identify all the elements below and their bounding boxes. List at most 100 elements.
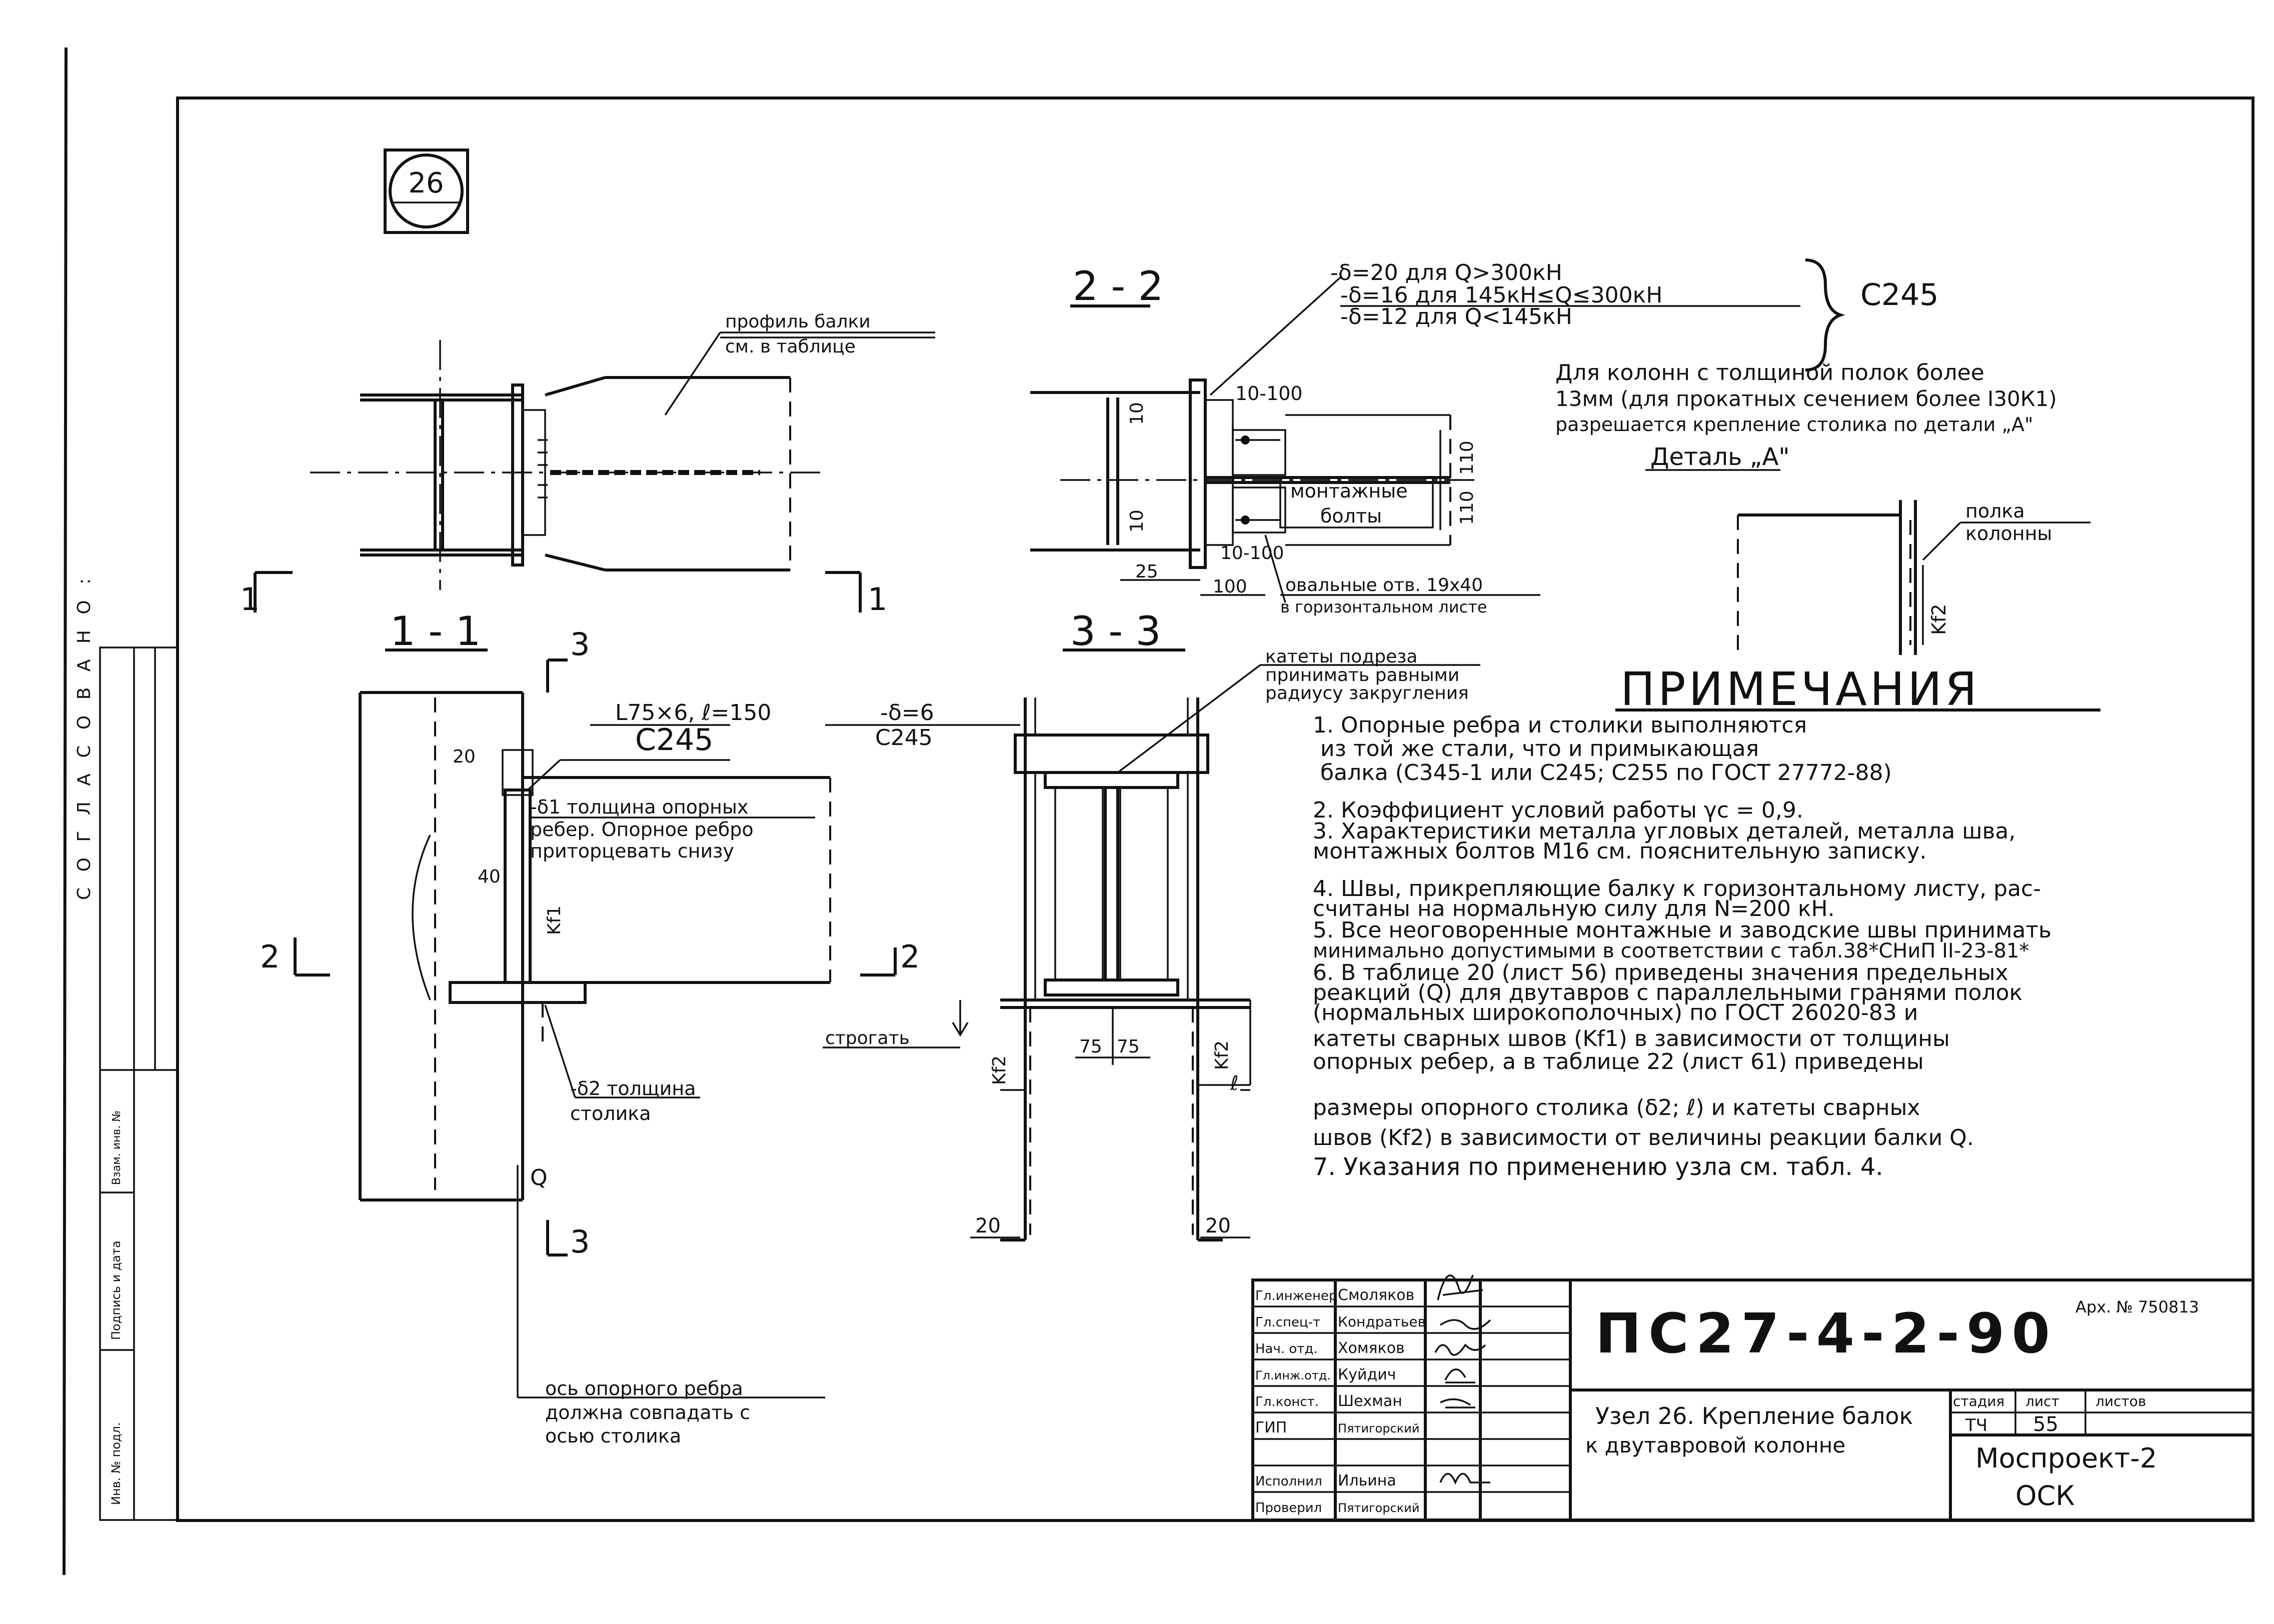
dim-40-s11: 40: [478, 866, 501, 887]
signature-mark: [1440, 1398, 1475, 1408]
organization-name: Моспроект-2: [1975, 1442, 2157, 1474]
stamp-role: Исполнил: [1255, 1474, 1322, 1489]
dim-110b: 110: [1457, 490, 1477, 525]
cut-1-left: 1: [240, 581, 260, 618]
dim-25: 25: [1135, 562, 1158, 582]
axis-note-1: ось опорного ребра: [545, 1378, 743, 1400]
stamp-name: Куйдич: [1338, 1366, 1396, 1384]
signature-mark: [1439, 1472, 1490, 1485]
dim-20b: 20: [1205, 1214, 1231, 1238]
stamp-role: Проверил: [1255, 1500, 1322, 1516]
stamp-role: Нач. отд.: [1255, 1342, 1318, 1356]
kf2-left: Kf2: [989, 1056, 1010, 1085]
stamp-role: Гл.инженер: [1255, 1288, 1337, 1304]
notes-line: размеры опорного столика (δ2; ℓ) и катет…: [1313, 1095, 1920, 1120]
stamp-name: Ильина: [1338, 1472, 1396, 1490]
delta-16: -δ=16 для 145кН≤Q≤300кН: [1340, 282, 1662, 308]
notes-line: 4. Швы, прикрепляющие балку к горизонтал…: [1313, 876, 2041, 902]
cut-3-bottom: 3: [570, 1224, 590, 1260]
notes-line: 2. Коэффициент условий работы γc = 0,9.: [1313, 798, 1803, 823]
plan-view: профиль балки см. в таблице 1 1: [240, 312, 935, 618]
drawing-title-1: Узел 26. Крепление балок: [1595, 1402, 1913, 1430]
replace-inv-label: Взам. инв. №: [111, 1110, 123, 1185]
detail-a-title: Деталь „А": [1650, 443, 1789, 471]
rib-note-1: -δ1 толщина опорных: [530, 796, 748, 818]
detail-a-note-1: Для колонн с толщиной полок более: [1555, 360, 1984, 386]
title-block: Гл.инженер Смоляков Гл.спец-т Кондратьев…: [1251, 1274, 2254, 1522]
table-thickness-2: столика: [570, 1102, 651, 1124]
cut-2-left: 2: [260, 938, 280, 975]
dim-20-s11: 20: [453, 746, 476, 767]
notes-line: 5. Все неоговоренные монтажные и заводск…: [1313, 918, 2051, 943]
oval-holes-label-2: в горизонтальном листе: [1280, 598, 1487, 616]
notes-block: ПРИМЕЧАНИЯ 1. Опорные ребра и столики вы…: [1313, 662, 2100, 1181]
notes-line: минимально допустимыми в соответствии с …: [1313, 940, 2029, 962]
signature-mark: [1440, 1319, 1491, 1330]
organization-dept: ОСК: [2015, 1480, 2075, 1512]
signature-mark: [1437, 1274, 1483, 1300]
stamp-name: Кондратьев: [1338, 1314, 1426, 1330]
table-thickness: -δ2 толщина: [570, 1078, 696, 1100]
stamp-role: Гл.спец-т: [1255, 1315, 1320, 1330]
notes-line: 6. В таблице 20 (лист 56) приведены знач…: [1313, 960, 2008, 986]
binding-margin-line: [63, 47, 68, 1576]
detail-a-note-3: разрешается крепление столика по детали …: [1555, 414, 2033, 436]
stamp-role: Гл.инж.отд.: [1255, 1368, 1331, 1382]
dim-110a: 110: [1457, 440, 1477, 475]
stage-header: стадия: [1953, 1393, 2004, 1410]
rib-note-3: приторцевать снизу: [530, 840, 734, 862]
notes-line: 3. Характеристики металла угловых детале…: [1313, 818, 2015, 844]
sheet-header: лист: [2025, 1393, 2059, 1410]
stamp-name: Шехман: [1338, 1392, 1402, 1410]
dim-75b: 75: [1117, 1036, 1140, 1057]
notes-line: швов (Kf2) в зависимости от величины реа…: [1313, 1125, 1974, 1150]
stamp-role: ГИП: [1255, 1419, 1287, 1436]
notes-line: считаны на нормальную силу для N=200 кН.: [1313, 896, 1835, 922]
dim-75a: 75: [1079, 1036, 1102, 1057]
l-label: ℓ: [1230, 1072, 1239, 1095]
plate-steel: C245: [875, 725, 933, 750]
cut-note-1: катеты подреза: [1265, 646, 1417, 667]
dim-20a: 20: [975, 1214, 1001, 1238]
notes-title: ПРИМЕЧАНИЯ: [1620, 662, 1980, 716]
cut-1-right: 1: [868, 581, 887, 618]
beam-profile-label: профиль балки: [725, 312, 871, 332]
sign-date-label: Подпись и дата: [109, 1240, 123, 1340]
signature-mark: [1434, 1344, 1486, 1356]
plane-label: строгать: [825, 1028, 910, 1048]
dim-10-100-top: 10-100: [1235, 382, 1303, 404]
stamp-name: Смоляков: [1338, 1286, 1414, 1304]
section-1-1-title: 1 - 1: [390, 608, 481, 654]
notes-line: монтажных болтов М16 см. пояснительную з…: [1313, 838, 1926, 864]
detail-a-flange-2: колонны: [1965, 522, 2052, 544]
dim-10a: 10: [1127, 402, 1147, 425]
section-2-2: 2 - 2 -δ=20 для Q>300кН -δ=16 для 145кН≤…: [1030, 258, 1938, 616]
detail-a-note-2: 13мм (для прокатных сечением более I30К1…: [1555, 386, 2057, 411]
notes-line: балка (C345-1 или C245; C255 по ГОСТ 277…: [1320, 760, 1892, 786]
archive-number: Арх. № 750813: [2075, 1298, 2199, 1316]
q-label: Q: [530, 1165, 548, 1190]
axis-note-2: должна совпадать с: [545, 1402, 750, 1424]
kf2-right: Kf2: [1212, 1040, 1232, 1070]
section-2-2-title: 2 - 2: [1073, 263, 1164, 310]
cut-2-right: 2: [900, 938, 920, 975]
cut-note-2: принимать равными: [1265, 665, 1459, 686]
cut-3-top: 3: [570, 626, 590, 662]
stamp-name: Пятигорский: [1338, 1422, 1419, 1436]
detail-number-badge: 26: [384, 148, 469, 234]
detail-number: 26: [408, 167, 444, 200]
cut-note-3: радиусу закругления: [1265, 683, 1469, 704]
section-1-1: 1 - 1 L75×6, ℓ=150 C245 20 40 Kf1 -δ1 то…: [260, 608, 831, 1447]
stamp-name: Пятигорский: [1338, 1501, 1419, 1515]
sheets-header: листов: [2095, 1393, 2146, 1410]
stage-value: ТЧ: [1965, 1416, 1987, 1436]
notes-line: 7. Указания по применению узла см. табл.…: [1313, 1153, 1883, 1181]
delta-20: -δ=20 для Q>300кН: [1330, 260, 1562, 286]
detail-a-kf2: Kf2: [1928, 604, 1950, 635]
mount-bolts-label: монтажные: [1290, 480, 1408, 502]
dim-100: 100: [1213, 576, 1247, 597]
notes-line: реакций (Q) для двутавров с параллельным…: [1313, 980, 2022, 1006]
detail-a-flange: полка: [1965, 500, 2025, 522]
drawing-title-2: к двутавровой колонне: [1585, 1433, 1845, 1458]
